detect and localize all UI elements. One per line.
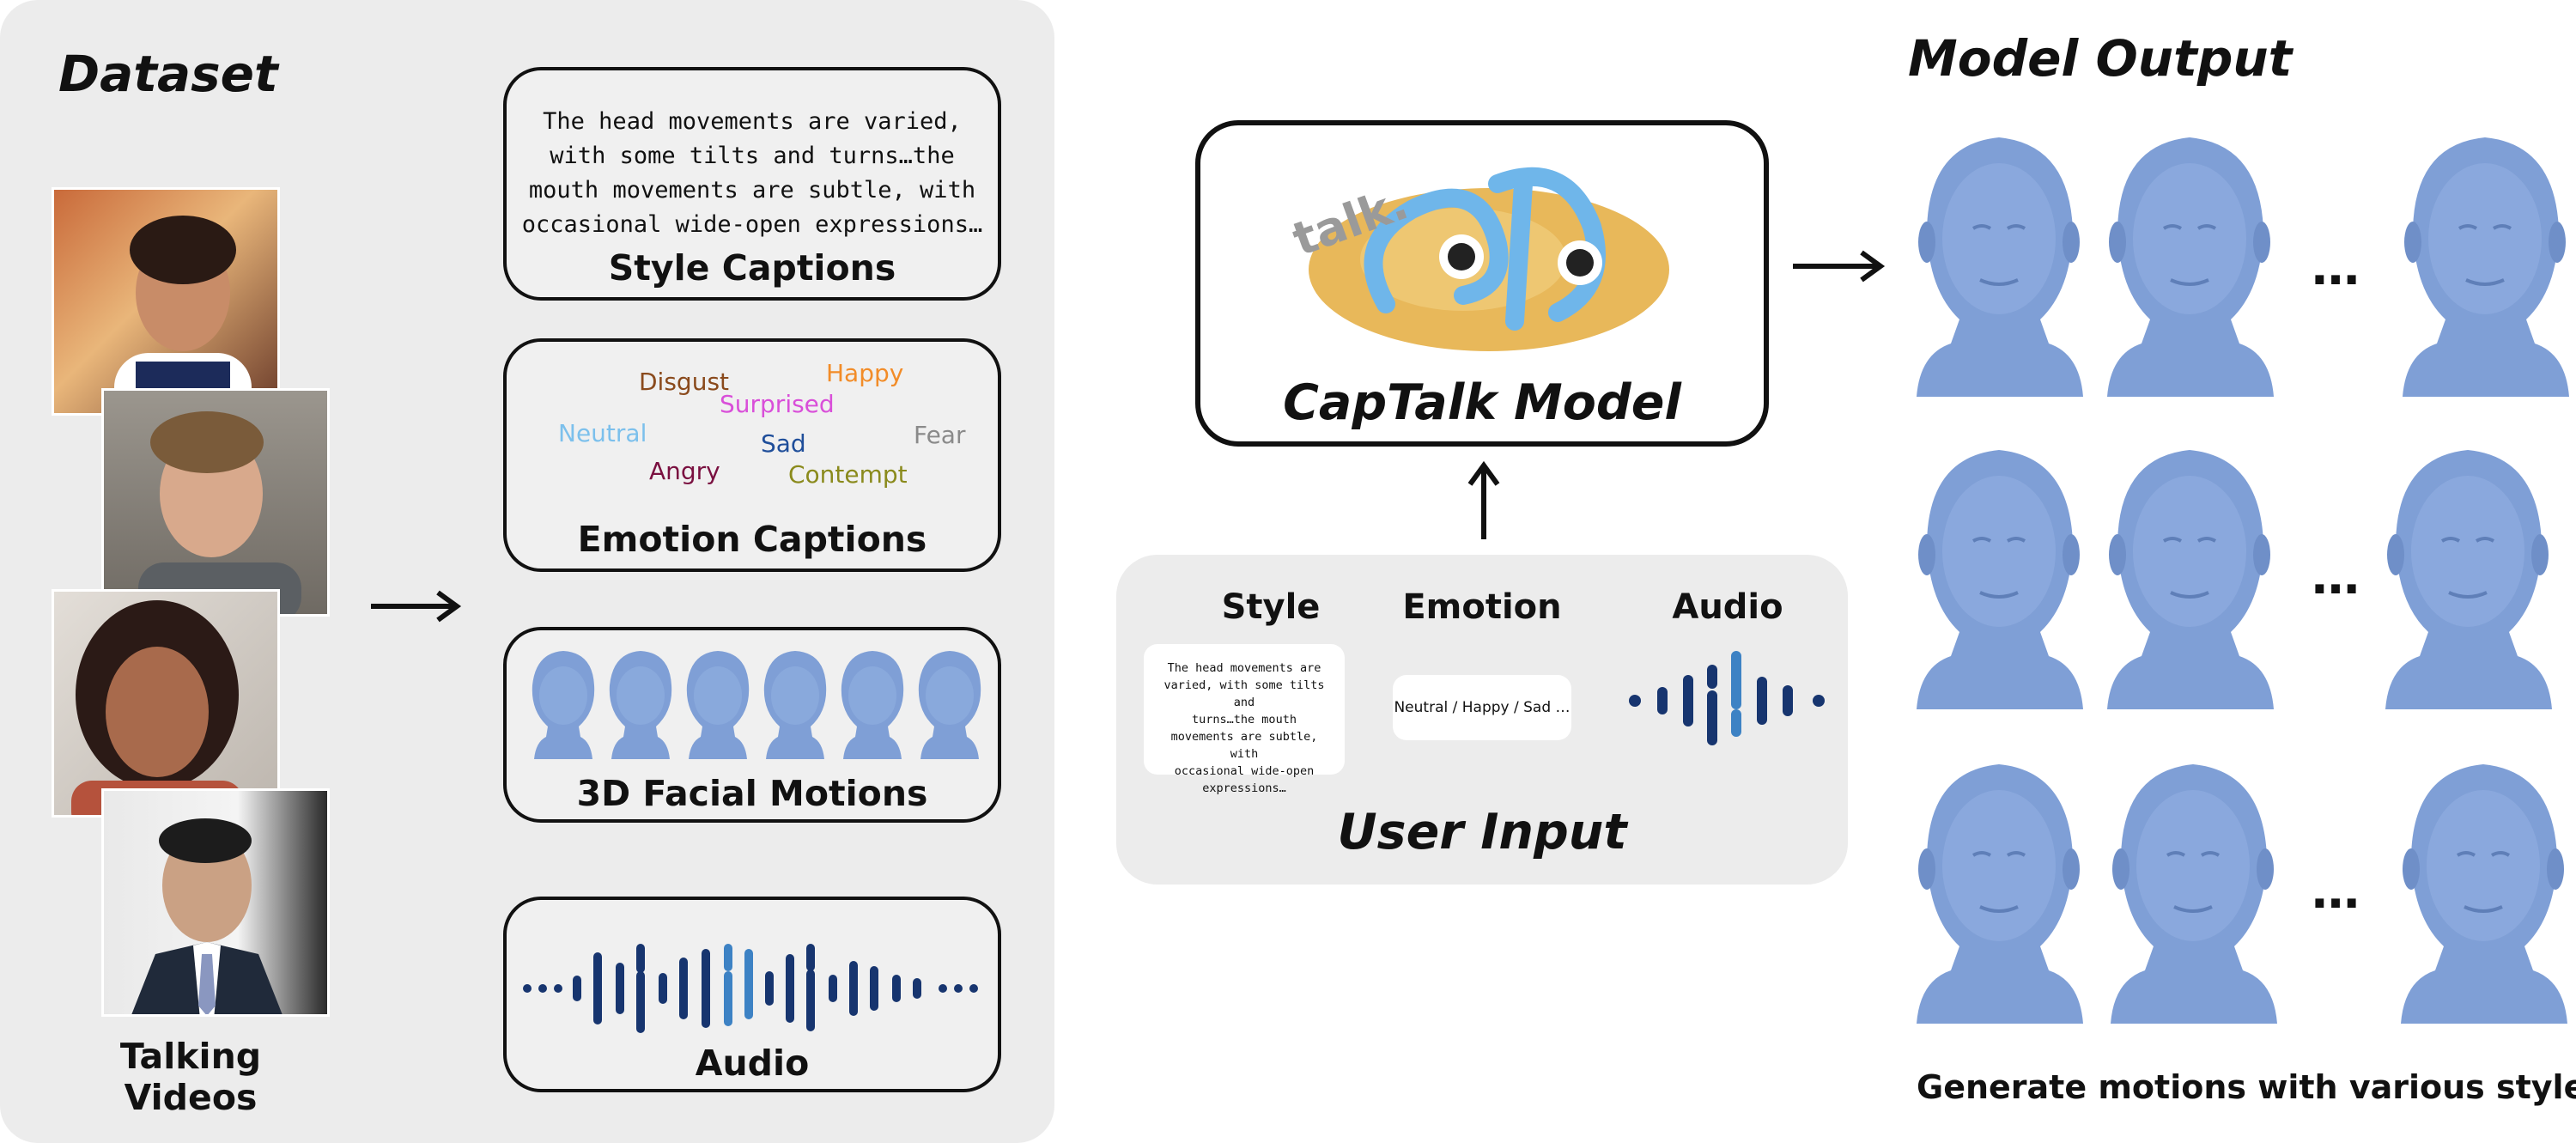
output-ellipsis-row2: … (2312, 550, 2360, 605)
output-head-r2-3 (2384, 448, 2554, 711)
dataset-audio-waveform (523, 944, 978, 1033)
emotion-word-sad: Sad (761, 429, 806, 458)
captalk-model-box: talk. CapTalk Model (1195, 120, 1769, 447)
captalk-logo (1309, 167, 1669, 351)
output-head-r3-3 (2399, 763, 2569, 1025)
model-output-heads (1915, 136, 2571, 1025)
video-thumbnail-1 (52, 187, 280, 416)
output-head-r3-2 (2109, 763, 2279, 1025)
emotion-word-angry: Angry (649, 457, 720, 485)
user-input-audio-label: Audio (1672, 587, 1783, 627)
emotion-word-surprised: Surprised (720, 390, 835, 418)
output-ellipsis-row1: … (2312, 240, 2360, 296)
emotion-input-card[interactable]: Neutral / Happy / Sad … (1393, 675, 1571, 740)
emotion-word-contempt: Contempt (788, 460, 908, 489)
video-thumbnail-4 (101, 788, 330, 1017)
emotion-word-neutral: Neutral (558, 419, 647, 447)
captalk-model-label: CapTalk Model (1283, 374, 1681, 431)
talking-videos-label: Talking Videos (119, 1036, 262, 1118)
facial-motions-label: 3D Facial Motions (576, 773, 928, 814)
facial-motions-box: 3D Facial Motions (503, 627, 1001, 823)
output-head-r1-2 (2105, 136, 2275, 398)
video-thumbnail-2 (101, 388, 330, 617)
model-output-title: Model Output (1908, 29, 2293, 88)
emotion-captions-box: Disgust Happy Surprised Neutral Sad Fear… (503, 338, 1001, 572)
facial-motion-heads (526, 647, 986, 768)
output-head-r3-1 (1915, 763, 2085, 1025)
dataset-audio-box: Audio (503, 897, 1001, 1092)
user-input-audio-waveform[interactable] (1625, 649, 1831, 752)
dataset-audio-label: Audio (695, 1043, 810, 1084)
emotion-word-happy: Happy (826, 359, 904, 387)
output-head-r1-1 (1915, 136, 2085, 398)
dataset-title: Dataset (58, 45, 278, 103)
style-input-card[interactable]: The head movements are varied, with some… (1144, 644, 1345, 795)
output-head-r1-3 (2401, 136, 2571, 398)
arrow-model-to-output (1793, 250, 1886, 283)
output-head-r2-2 (2105, 448, 2275, 711)
style-captions-label: Style Captions (608, 247, 896, 289)
emotion-word-fear: Fear (914, 421, 966, 449)
emotion-word-disgust: Disgust (639, 368, 730, 396)
output-ellipsis-row3: … (2312, 864, 2360, 920)
user-input-title: User Input (1337, 804, 1627, 860)
style-captions-box: The head movements are varied, with some… (503, 67, 1001, 301)
head-row-small (532, 651, 981, 759)
user-input-style-label: Style (1221, 587, 1321, 627)
video-thumbnail-3 (52, 589, 280, 818)
model-output-caption: Generate motions with various styles (1917, 1068, 2576, 1106)
emotion-captions-label: Emotion Captions (577, 519, 927, 560)
output-head-r2-1 (1915, 448, 2085, 711)
arrow-input-to-model (1467, 460, 1500, 539)
arrow-videos-to-captions (371, 590, 462, 623)
user-input-emotion-label: Emotion (1402, 587, 1562, 627)
user-input-panel: Style Emotion Audio The head movements a… (1116, 555, 1848, 885)
style-caption-text: The head movements are varied, with some… (521, 108, 983, 238)
